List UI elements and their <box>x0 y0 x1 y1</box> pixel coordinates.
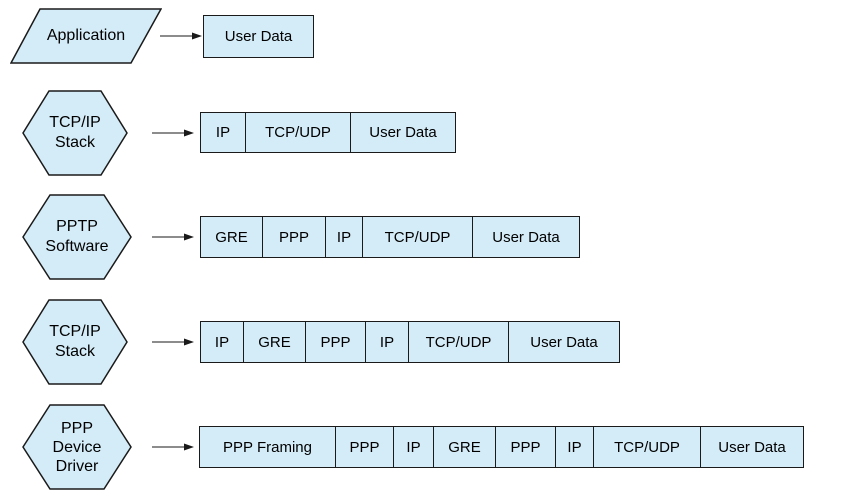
stage-label: TCP/IP Stack <box>22 90 128 176</box>
packet-cell-ip: IP <box>366 322 409 362</box>
packet-cell-ppp: PPP <box>263 217 326 257</box>
packet-cell-tcp-udp: TCP/UDP <box>246 113 351 152</box>
stage-ppp-device-driver: PPP Device Driver <box>22 404 132 490</box>
packet-cell-tcp-udp: TCP/UDP <box>409 322 509 362</box>
stage-label-line: TCP/IP <box>49 323 101 340</box>
stage-label-line: Driver <box>55 457 99 475</box>
stage-pptp-software: PPTP Software <box>22 194 132 280</box>
packet-cell-ip: IP <box>201 322 244 362</box>
packet-cell-user-data: User Data <box>351 113 455 152</box>
stage-label-line: TCP/IP <box>49 114 101 131</box>
arrow-icon <box>152 338 194 346</box>
stage-label: TCP/IP Stack <box>22 299 128 385</box>
stage-label-line: Device <box>52 438 102 456</box>
packet-cell-ppp: PPP <box>306 322 366 362</box>
parallelogram-shape <box>10 8 162 64</box>
stage-label-line: Software <box>45 238 109 255</box>
arrow-icon <box>152 443 194 451</box>
packet-cell-ip: IP <box>201 113 246 152</box>
packet-cell-tcp-udp: TCP/UDP <box>594 427 701 467</box>
stage-tcpip-stack-upper: TCP/IP Stack <box>22 90 128 176</box>
arrow-icon <box>152 129 194 137</box>
packet-cell-ip: IP <box>326 217 363 257</box>
packet-row-application: User Data <box>203 15 314 58</box>
hexagon-shape <box>22 90 128 176</box>
arrow-icon <box>160 32 202 40</box>
packet-cell-ip: IP <box>556 427 594 467</box>
stage-label-line: PPTP <box>56 218 98 235</box>
packet-cell-gre: GRE <box>434 427 496 467</box>
stage-label: PPP Device Driver <box>22 404 132 490</box>
arrow-icon <box>152 233 194 241</box>
packet-cell-ppp-framing: PPP Framing <box>200 427 336 467</box>
packet-row-pptp: GRE PPP IP TCP/UDP User Data <box>200 216 580 258</box>
hexagon-shape <box>22 299 128 385</box>
packet-cell-ppp: PPP <box>496 427 556 467</box>
packet-cell-user-data: User Data <box>204 16 313 57</box>
packet-cell-ip: IP <box>394 427 434 467</box>
stage-label: PPTP Software <box>22 194 132 280</box>
hexagon-shape <box>22 404 132 490</box>
packet-row-tcpip-lower: IP GRE PPP IP TCP/UDP User Data <box>200 321 620 363</box>
packet-cell-user-data: User Data <box>701 427 803 467</box>
stage-tcpip-stack-lower: TCP/IP Stack <box>22 299 128 385</box>
packet-row-ppp-driver: PPP Framing PPP IP GRE PPP IP TCP/UDP Us… <box>199 426 804 468</box>
packet-row-tcpip-upper: IP TCP/UDP User Data <box>200 112 456 153</box>
stage-label: Application <box>10 8 162 64</box>
stage-label-line: Stack <box>54 343 95 360</box>
packet-cell-gre: GRE <box>244 322 306 362</box>
packet-cell-ppp: PPP <box>336 427 394 467</box>
stage-application: Application <box>10 8 162 64</box>
packet-cell-user-data: User Data <box>473 217 579 257</box>
packet-cell-tcp-udp: TCP/UDP <box>363 217 473 257</box>
packet-cell-gre: GRE <box>201 217 263 257</box>
hexagon-shape <box>22 194 132 280</box>
stage-label-line: Application <box>46 27 126 44</box>
packet-cell-user-data: User Data <box>509 322 619 362</box>
stage-label-line: Stack <box>54 134 95 151</box>
stage-label-line: PPP <box>60 419 93 437</box>
